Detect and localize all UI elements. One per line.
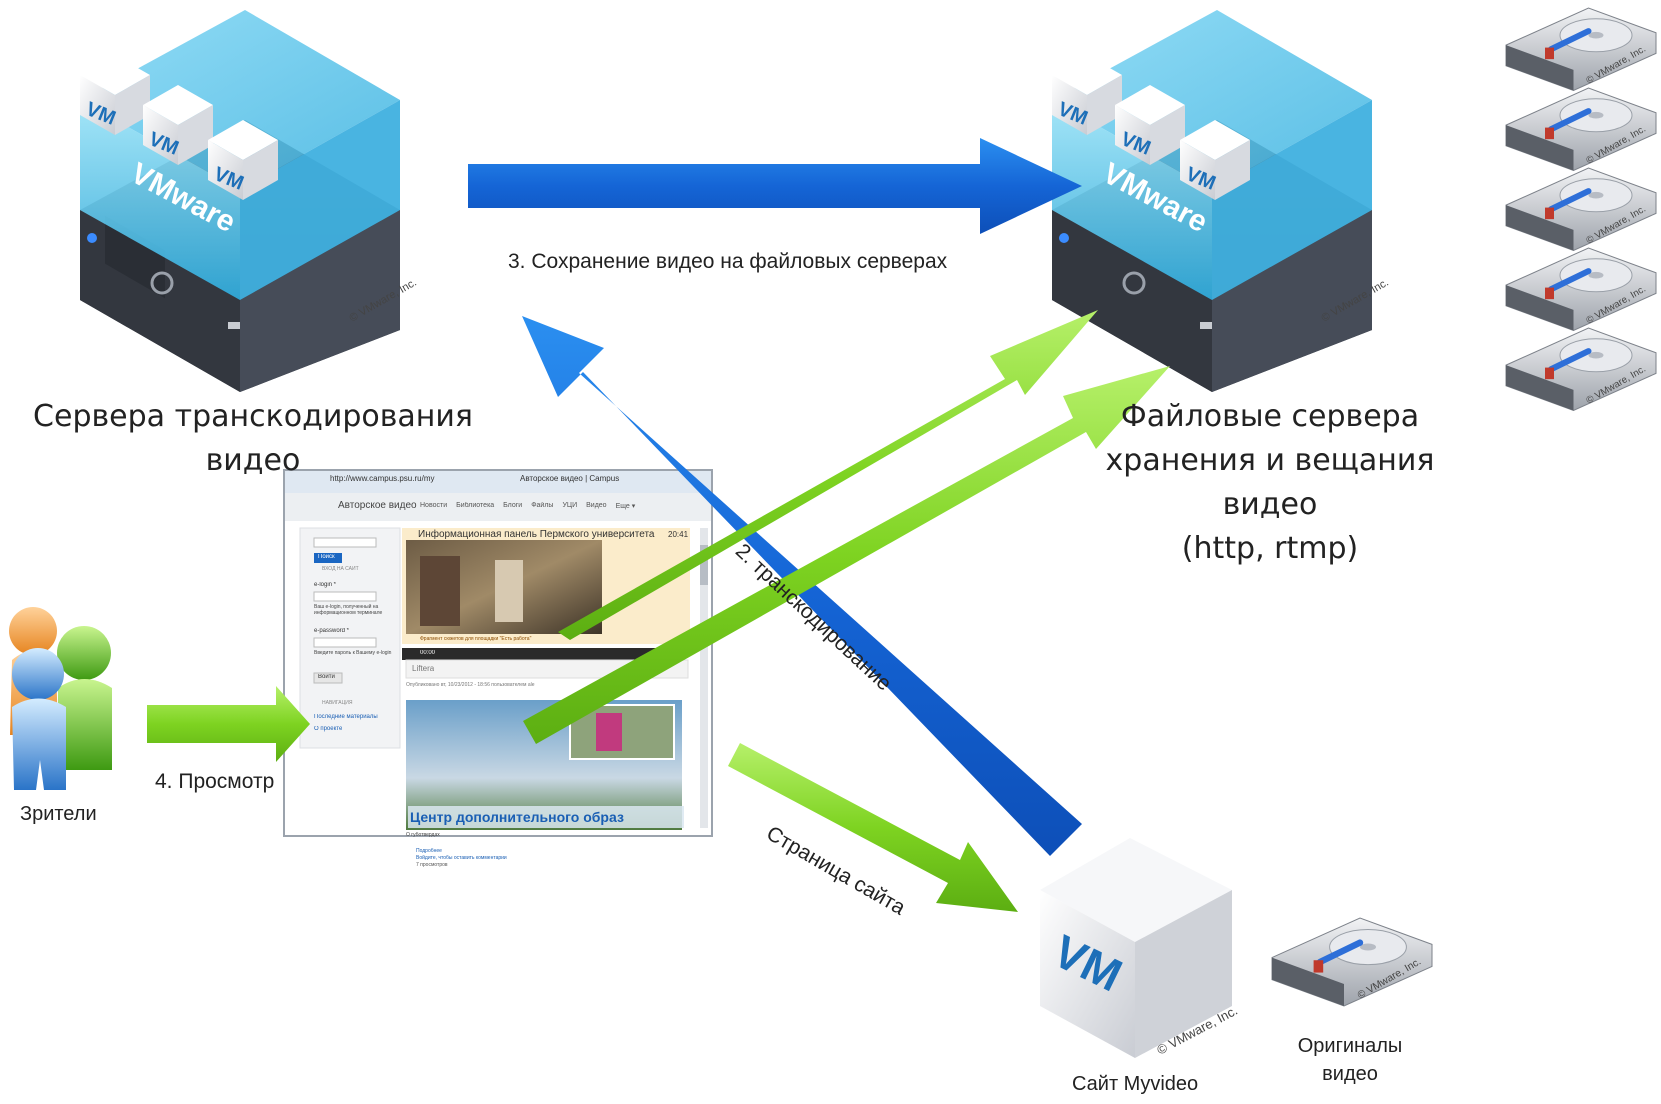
more-link[interactable]: Подробнее (416, 848, 442, 854)
link-about[interactable]: О проекте (314, 726, 343, 732)
nav-heading: НАВИГАЦИЯ (322, 700, 353, 706)
stack-disk-2: © VMware, Inc. (1505, 87, 1657, 172)
search-button[interactable]: Поиск (318, 554, 335, 560)
transcode-server-icon: VM VM VM VMware © VMware, Inc. (80, 10, 419, 392)
save-arrow (468, 138, 1082, 234)
page-arrow (728, 743, 1018, 912)
browser-screenshot (283, 469, 713, 837)
transcode-label-line1: Сервера транскодирования (33, 399, 473, 434)
banner-text: Центр дополнительного образ (410, 809, 624, 825)
enter-button[interactable]: Войти (318, 674, 335, 680)
view-arrow (147, 686, 310, 762)
browser-nav-item[interactable]: Еще ▾ (615, 503, 636, 510)
file-server-label: Файловые сервера хранения и вещания виде… (1090, 395, 1450, 571)
view-arrow-label: 4. Просмотр (155, 770, 275, 793)
stack-disk-5: © VMware, Inc. (1505, 327, 1657, 412)
originals-disk: © VMware, Inc. (1271, 917, 1433, 1007)
login-heading: ВХОД НА САЙТ (322, 566, 359, 572)
post-author: О губотвердах (406, 832, 440, 838)
browser-tab[interactable]: Авторское видео | Campus (520, 474, 620, 483)
browser-nav-item[interactable]: Блоги (503, 502, 523, 509)
views-count: 7 просмотров (416, 862, 448, 868)
file-label-line3: видео (1222, 487, 1318, 522)
file-label-line2: хранения и вещания (1105, 443, 1435, 478)
disk-stack: © VMware, Inc.© VMware, Inc.© VMware, In… (1505, 7, 1657, 412)
viewers-icon (9, 607, 112, 790)
site-title: Авторское видео (338, 500, 417, 511)
post-meta: Опубликовано вт, 10/23/2012 - 18:56 поль… (406, 682, 535, 688)
video-caption: Фрагмент сюжетов для площадки "Есть рабо… (420, 636, 532, 642)
panel-time: 20:41 (668, 530, 689, 539)
save-arrow-label: 3. Сохранение видео на файловых серверах (508, 250, 948, 273)
originals-label-line1: Оригиналы (1297, 1035, 1403, 1057)
browser-url-field[interactable]: http://www.campus.psu.ru/my (330, 474, 435, 483)
stack-disk-4: © VMware, Inc. (1505, 247, 1657, 332)
browser-nav-item[interactable]: Видео (586, 502, 607, 509)
site-vm-icon: VM © VMware, Inc. (1040, 838, 1240, 1058)
file-label-line4: (http, rtmp) (1181, 531, 1359, 566)
transcode-server-label: Сервера транскодирования видео (28, 395, 478, 483)
panel-title: Информационная панель Пермского универси… (418, 529, 655, 540)
originals-label-line2: видео (1322, 1063, 1378, 1085)
browser-nav-item[interactable]: Новости (420, 502, 448, 509)
stack-disk-1: © VMware, Inc. (1505, 7, 1657, 92)
password-label: e-password * (314, 628, 350, 634)
green-arrow-2 (523, 366, 1170, 744)
browser-nav-item[interactable]: Файлы (531, 502, 554, 509)
comment-link[interactable]: Войдите, чтобы оставить комментарии (416, 855, 507, 861)
browser-nav: Новости Библиотека Блоги Файлы УЦИ Видео Еще ▾ (420, 502, 660, 510)
originals-disk-icon: © VMware, Inc. (1271, 917, 1433, 1007)
stack-disk-3: © VMware, Inc. (1505, 167, 1657, 252)
browser-nav-item[interactable]: УЦИ (562, 502, 578, 509)
site-label: Сайт Myvideo (1072, 1073, 1199, 1095)
green-arrow-1 (558, 310, 1098, 640)
viewers-label: Зрители (20, 803, 97, 825)
player-time: 00:00 (420, 650, 436, 656)
login-hint: Ваш e-login, полученный на информационно… (314, 604, 383, 616)
post-title[interactable]: Liftera (412, 664, 435, 673)
login-label: e-login * (314, 582, 337, 588)
file-server-icon: VM VM VM VMware © VMware, Inc. (1052, 10, 1391, 392)
browser-nav-item[interactable]: Библиотека (456, 502, 495, 509)
originals-label: Оригиналы видео (1285, 1032, 1415, 1088)
link-latest[interactable]: Последние материалы (314, 714, 378, 720)
file-label-line1: Файловые сервера (1120, 399, 1420, 434)
password-hint: Введите пароль к Вашему e-login (314, 650, 392, 656)
transcode-label-line2: видео (205, 443, 301, 478)
